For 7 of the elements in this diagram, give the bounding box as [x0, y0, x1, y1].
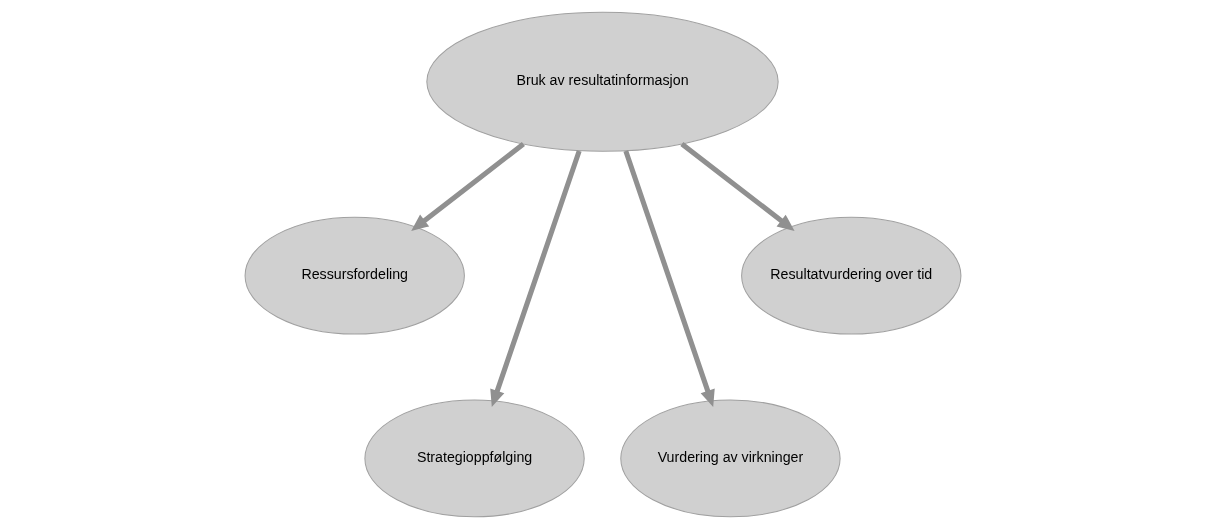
node-ellipse: Vurdering av virkninger	[620, 399, 841, 518]
arrow	[680, 141, 795, 231]
arrow	[490, 150, 582, 407]
node-ellipse: Strategioppfølging	[364, 399, 585, 518]
arrow	[623, 150, 715, 407]
node-ellipse: Bruk av resultatinformasjon	[426, 11, 779, 152]
arrow	[411, 142, 525, 231]
